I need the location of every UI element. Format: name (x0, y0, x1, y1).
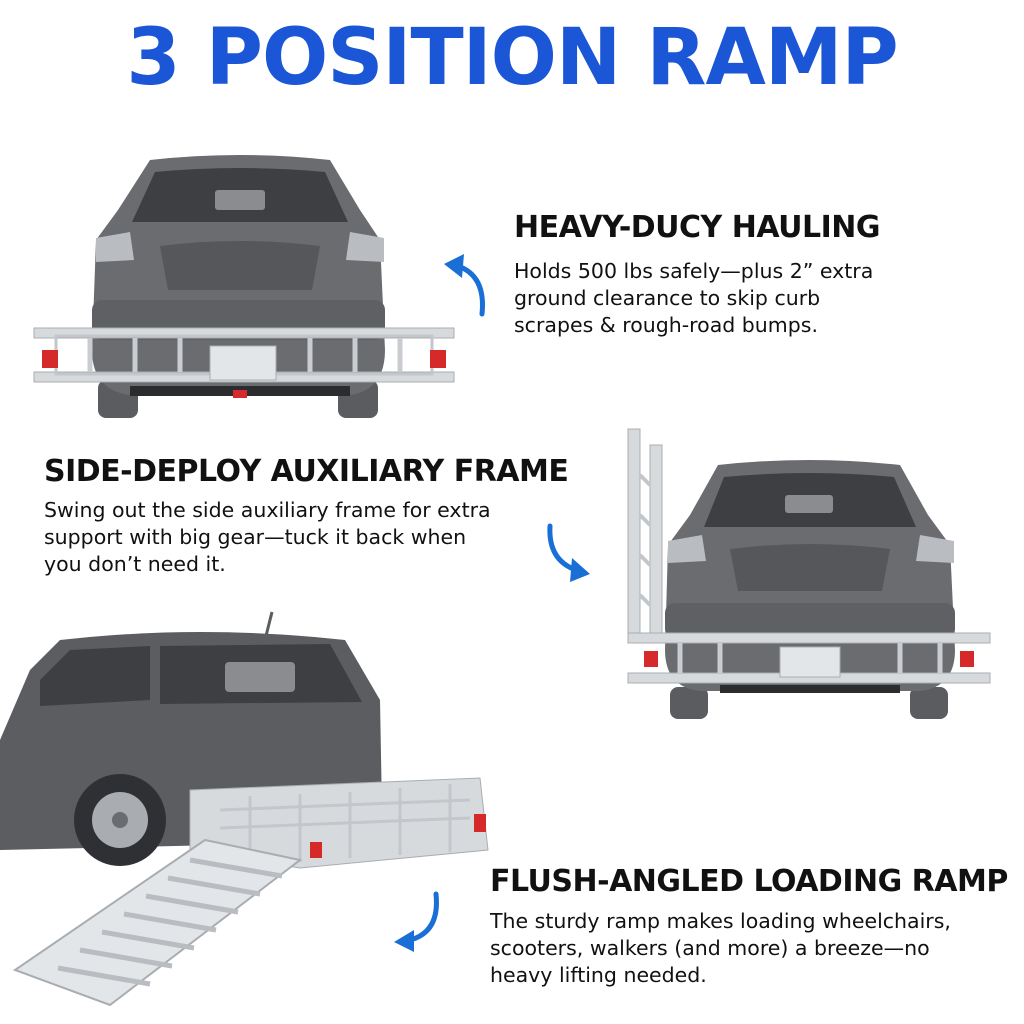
description-line: scooters, walkers (and more) a breeze—no (490, 936, 930, 960)
curved-arrow-icon (444, 254, 485, 317)
car-rear-side-frame-illustration (627, 428, 991, 719)
section-heading-loading-ramp: FLUSH-ANGLED LOADING RAMP (490, 864, 1008, 899)
section-heading-side-deploy-frame: SIDE-DEPLOY AUXILIARY FRAME (44, 454, 569, 489)
description-line: heavy lifting needed. (490, 963, 707, 987)
page-title: 3 POSITION RAMP (126, 13, 898, 103)
description-line: scrapes & rough-road bumps. (514, 313, 818, 337)
description-line: ground clearance to skip curb (514, 286, 821, 310)
section-description-heavy-duty-hauling: Holds 500 lbs safely—plus 2” extra groun… (514, 258, 873, 339)
description-line: you don’t need it. (44, 552, 226, 576)
section-description-side-deploy-frame: Swing out the side auxiliary frame for e… (44, 497, 491, 578)
car-rear-with-carrier-illustration (33, 155, 455, 418)
section-description-loading-ramp: The sturdy ramp makes loading wheelchair… (490, 908, 951, 989)
description-line: Holds 500 lbs safely—plus 2” extra (514, 259, 874, 283)
description-line: Swing out the side auxiliary frame for e… (44, 498, 491, 522)
description-line: support with big gear—tuck it back when (44, 525, 467, 549)
curved-arrow-icon (394, 891, 439, 952)
curved-arrow-icon (547, 523, 590, 582)
section-heading-heavy-duty-hauling: HEAVY-DUCY HAULING (514, 210, 881, 245)
car-side-loading-ramp-illustration (0, 611, 489, 1007)
description-line: The sturdy ramp makes loading wheelchair… (490, 909, 951, 933)
